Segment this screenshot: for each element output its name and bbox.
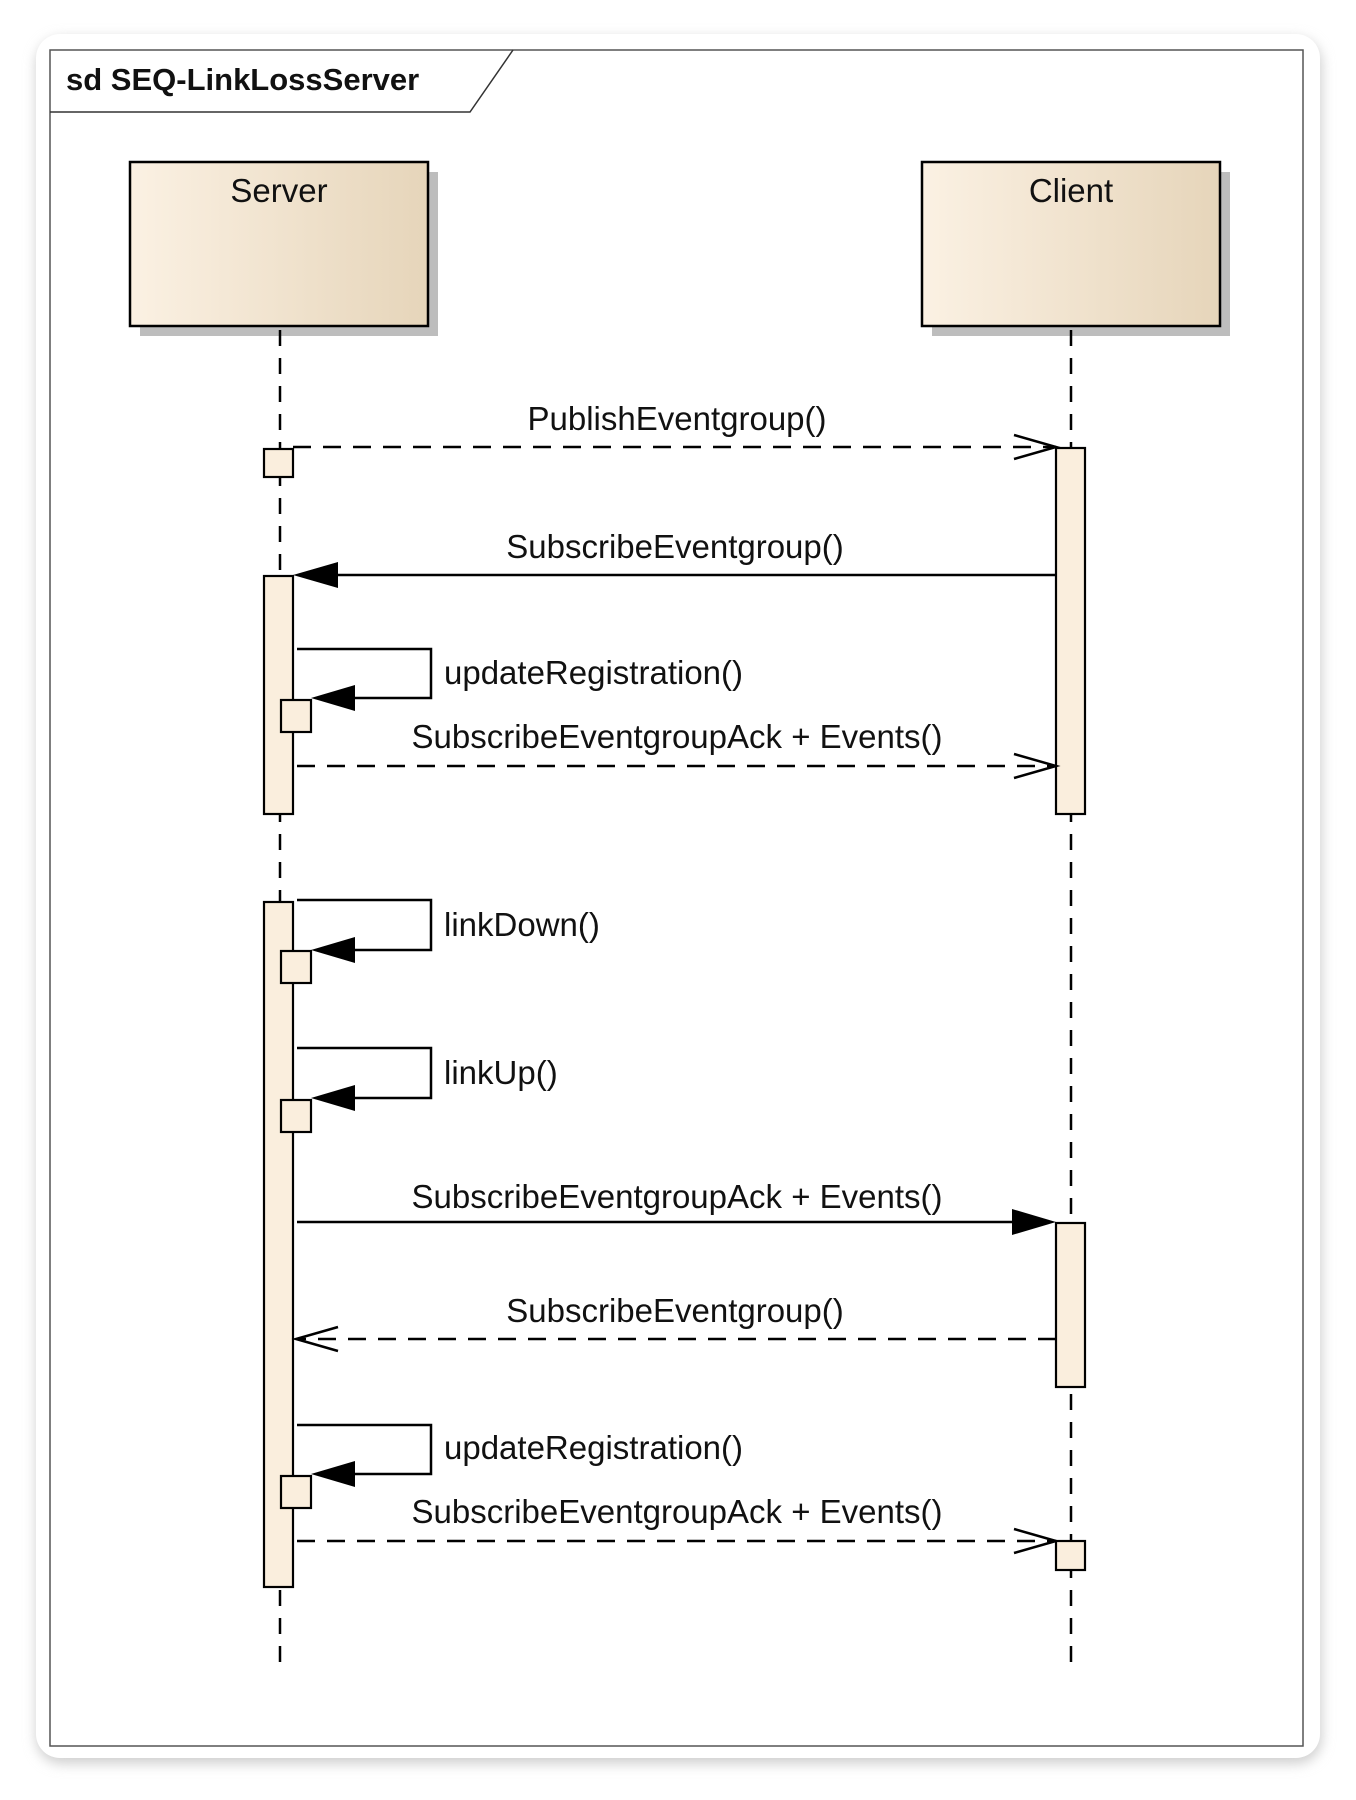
activation-bar bbox=[279, 949, 313, 985]
filled-arrowhead-icon bbox=[311, 1461, 355, 1487]
frame-title: sd SEQ-LinkLossServer bbox=[66, 62, 419, 97]
self-message-line bbox=[297, 1046, 433, 1100]
message-publish-eventgroup[interactable]: PublishEventgroup() bbox=[293, 400, 1061, 461]
actor-client-name: Client bbox=[1029, 172, 1113, 209]
message-label: linkDown() bbox=[444, 906, 600, 943]
actor-server-box bbox=[128, 160, 430, 328]
message-link-up[interactable]: linkUp() bbox=[297, 1046, 558, 1111]
activation-bar bbox=[1054, 446, 1087, 816]
filled-arrowhead-icon bbox=[311, 1085, 355, 1111]
message-link-down[interactable]: linkDown() bbox=[297, 898, 600, 963]
message-label: SubscribeEventgroupAck + Events() bbox=[411, 1493, 942, 1530]
actor-client-box bbox=[920, 160, 1222, 328]
activation-bar bbox=[262, 574, 295, 816]
message-update-registration-2[interactable]: updateRegistration() bbox=[297, 1423, 743, 1487]
message-label: SubscribeEventgroupAck + Events() bbox=[411, 1178, 942, 1215]
message-label: SubscribeEventgroupAck + Events() bbox=[411, 718, 942, 755]
open-arrowhead-icon bbox=[1013, 752, 1061, 780]
actor-client[interactable]: Client bbox=[920, 160, 1230, 336]
filled-arrowhead-icon bbox=[311, 937, 355, 963]
message-label: SubscribeEventgroup() bbox=[506, 1292, 844, 1329]
activation-bar bbox=[279, 1098, 313, 1134]
message-subscribe-eventgroup-async[interactable]: SubscribeEventgroup() bbox=[291, 1292, 1056, 1353]
filled-arrowhead-icon bbox=[293, 562, 338, 588]
activation-bar bbox=[262, 900, 295, 1589]
diagram-frame bbox=[49, 49, 1304, 1747]
filled-arrowhead-icon bbox=[1012, 1209, 1056, 1235]
message-label: updateRegistration() bbox=[444, 654, 743, 691]
actor-server[interactable]: Server bbox=[128, 160, 438, 336]
message-subscribe-ack-events[interactable]: SubscribeEventgroupAck + Events() bbox=[297, 718, 1061, 780]
self-message-line bbox=[297, 1423, 433, 1476]
message-update-registration[interactable]: updateRegistration() bbox=[297, 647, 743, 711]
open-arrowhead-icon bbox=[1013, 1527, 1061, 1555]
activation-bar bbox=[1054, 1221, 1087, 1389]
actor-server-name: Server bbox=[230, 172, 327, 209]
frame-title-tab bbox=[50, 49, 514, 113]
message-subscribe-eventgroup[interactable]: SubscribeEventgroup() bbox=[293, 528, 1056, 588]
message-label: PublishEventgroup() bbox=[528, 400, 827, 437]
activation-bar bbox=[279, 1474, 313, 1510]
message-label: SubscribeEventgroup() bbox=[506, 528, 844, 565]
message-label: updateRegistration() bbox=[444, 1429, 743, 1466]
open-arrowhead-icon bbox=[291, 1325, 339, 1353]
self-message-line bbox=[297, 898, 433, 952]
message-label: linkUp() bbox=[444, 1054, 558, 1091]
open-arrowhead-icon bbox=[1013, 433, 1061, 461]
message-subscribe-ack-events-sync[interactable]: SubscribeEventgroupAck + Events() bbox=[297, 1178, 1056, 1235]
filled-arrowhead-icon bbox=[311, 685, 355, 711]
self-message-line bbox=[297, 647, 433, 700]
activation-bar bbox=[262, 447, 295, 479]
activation-bar bbox=[279, 698, 313, 734]
activation-bar bbox=[1054, 1539, 1087, 1572]
page-card bbox=[36, 34, 1320, 1758]
message-subscribe-ack-events-2[interactable]: SubscribeEventgroupAck + Events() bbox=[297, 1493, 1061, 1555]
